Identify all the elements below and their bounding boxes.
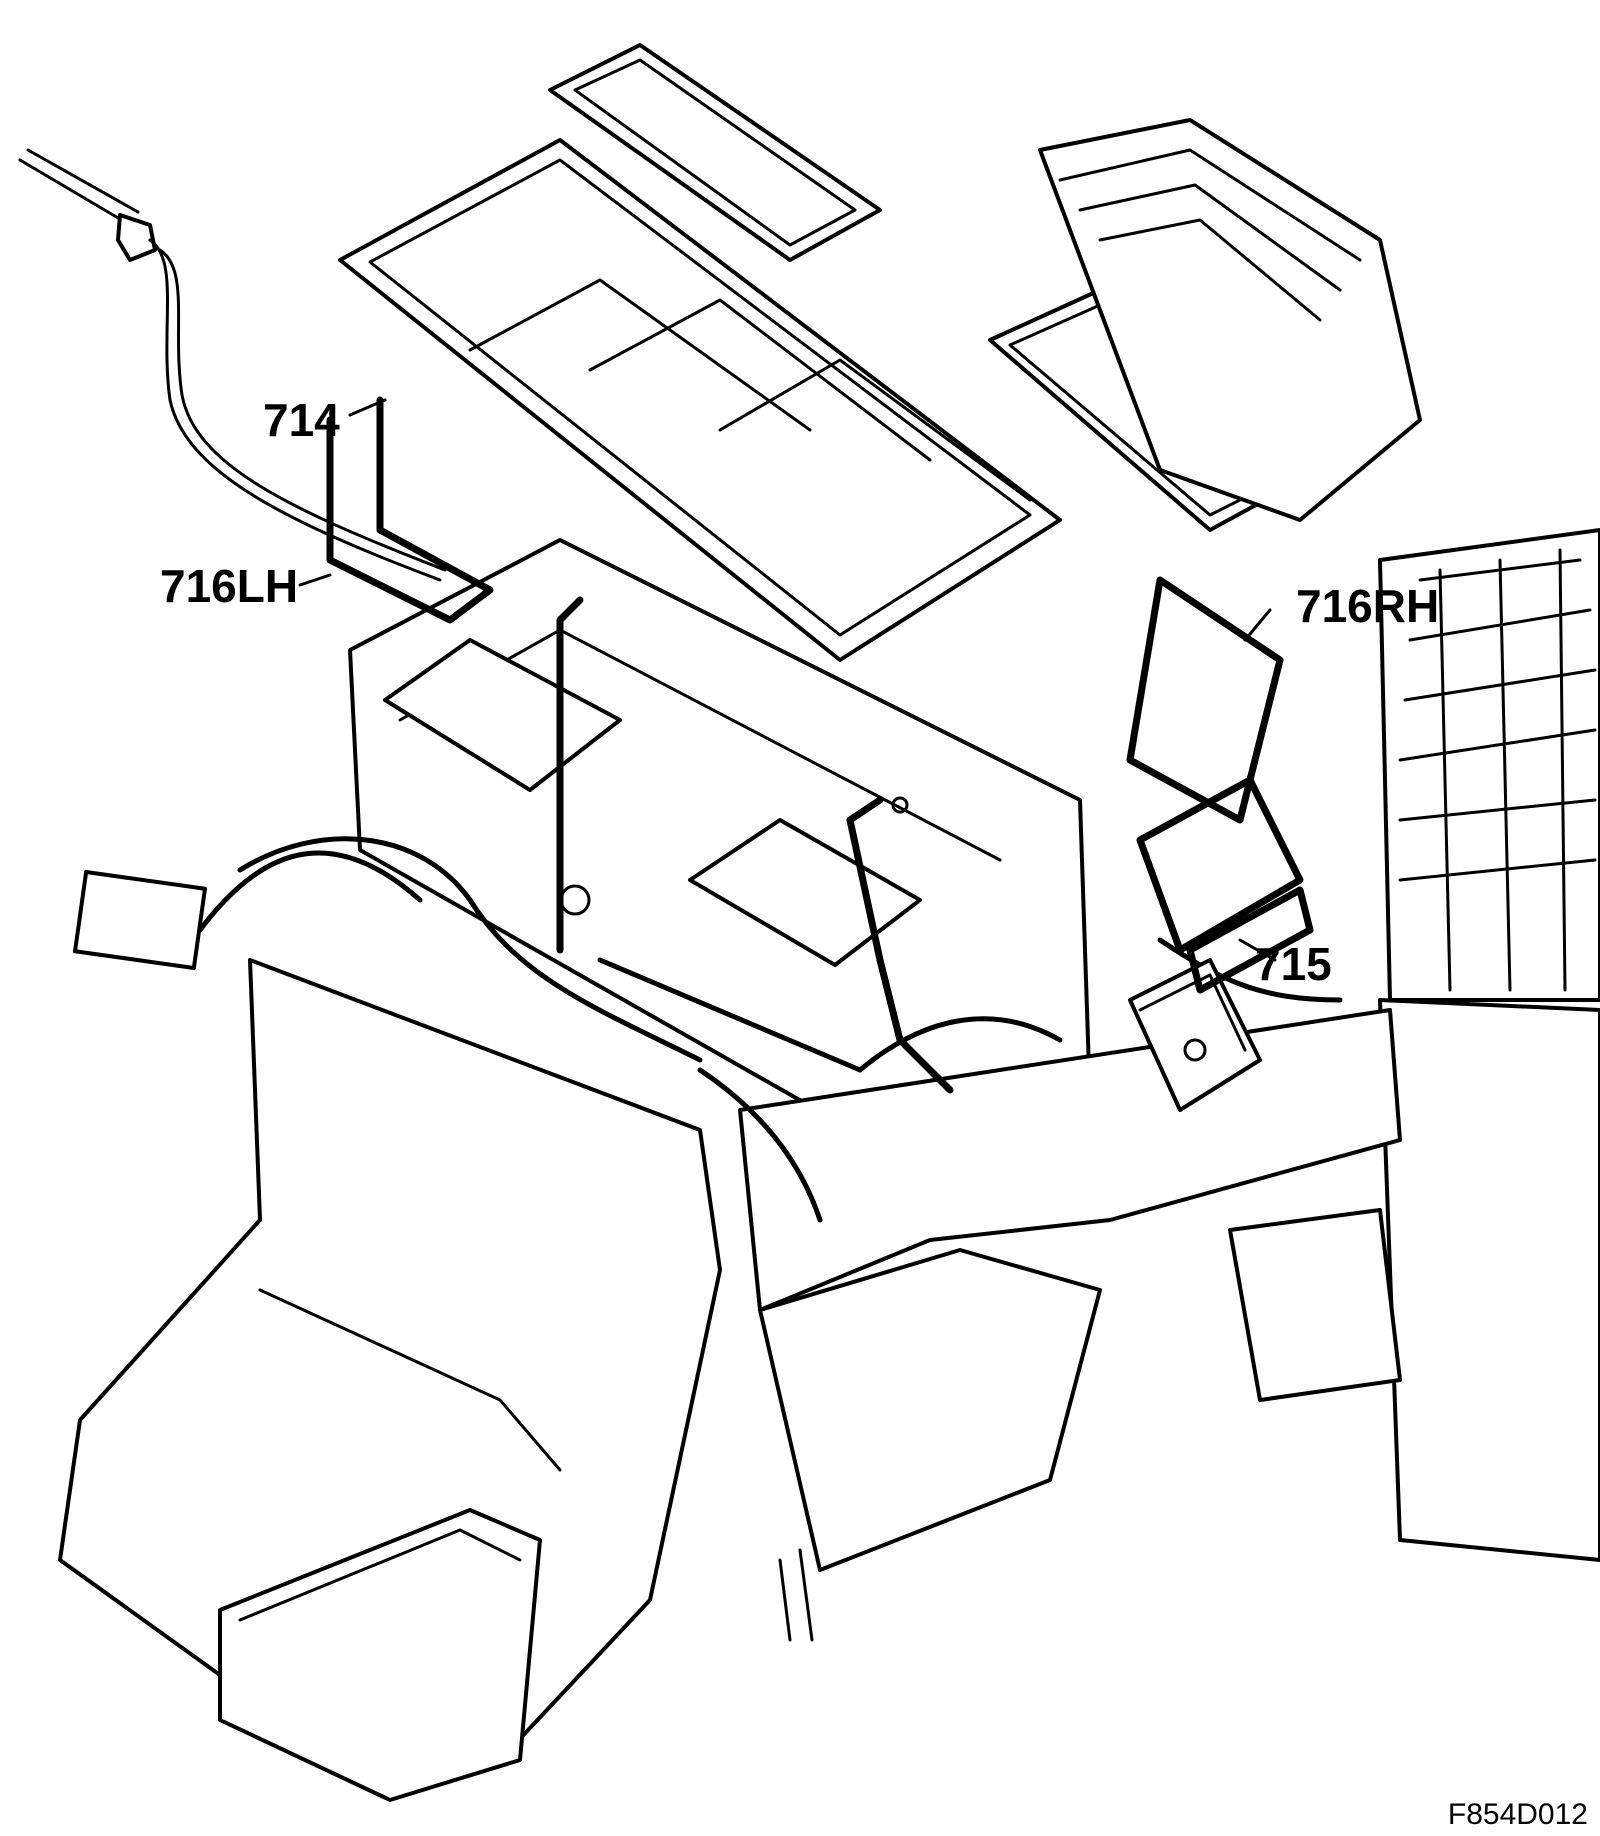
leader-lines	[298, 398, 1277, 962]
actuator-715	[1128, 958, 1262, 1112]
sensor-cable	[18, 148, 447, 582]
figure-id: F854D012	[1448, 1798, 1588, 1831]
callout-715: 715	[1255, 938, 1332, 990]
highlighted-parts	[326, 396, 1314, 1094]
wiring-harness	[73, 836, 1343, 1223]
blower-housing	[1038, 118, 1600, 1562]
callout-716lh: 716LH	[160, 560, 298, 612]
callout-714: 714	[263, 394, 340, 446]
callout-716rh: 716RH	[1296, 580, 1439, 632]
lower-ducts	[58, 958, 1402, 1802]
